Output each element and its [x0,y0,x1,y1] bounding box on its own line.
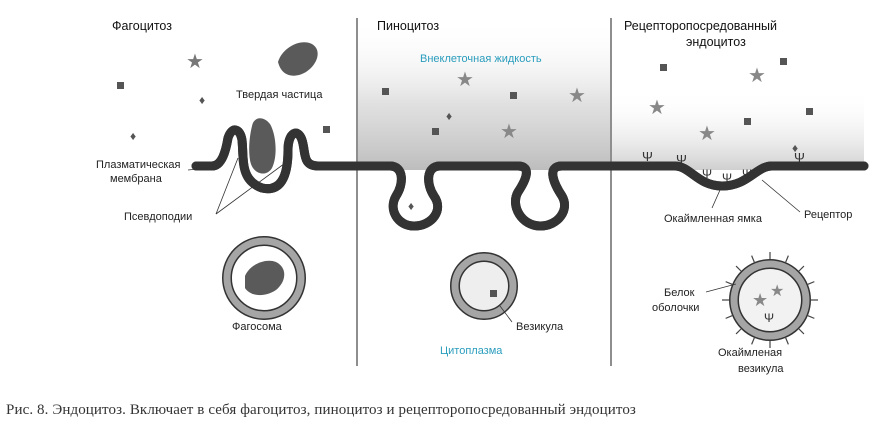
label-coat-protein-line1: Белок [664,287,695,299]
molecule-drop: ♦ [199,93,205,107]
figure-caption: Рис. 8. Эндоцитоз. Включает в себя фагоц… [6,402,636,418]
star-glyph: ★ [698,123,716,145]
pseudopodia-pointer [215,157,239,215]
star-glyph: ★ [752,290,768,310]
coat-spike [785,337,789,345]
coat-spikes [722,252,818,348]
label-vesicle: Везикула [516,321,564,333]
coat-spike [751,337,755,345]
plasma-membrane [191,130,869,231]
star-glyph: ★ [568,85,586,107]
coat-spike [725,315,733,319]
extracellular-shade-middle [358,20,610,170]
star-glyph: ★ [648,97,666,119]
molecule-square [780,58,787,65]
pinocytosis-panel: ★ ★ ★ ♦ ♦ [382,69,586,323]
label-membrane-line2: мембрана [110,173,163,185]
coat-spike [785,255,789,263]
label-phagosome: Фагосома [232,321,283,333]
star-glyph: ★ [186,51,204,73]
heading-receptor-line2: эндоцитоз [686,35,746,49]
coat-protein-pointer [705,283,737,293]
pseudopodia-pointer [215,157,293,215]
molecule-square [744,118,751,125]
coat-spike [798,265,805,272]
receptor-glyph: Ψ [794,150,805,165]
molecule-drop: ♦ [408,199,414,213]
receptor-glyph: Ψ [722,171,732,185]
star-glyph: ★ [748,65,766,87]
label-solid-particle: Твердая частица [236,89,323,101]
heading-pinocytosis: Пиноцитоз [377,19,439,33]
vesicle-contents [490,290,497,297]
label-coated-pit: Окаймленная ямка [664,213,763,225]
coat-spike [751,255,755,263]
solid-particle [278,42,318,76]
receptor-panel: ★ ★ ★ ♦ Ψ Ψ Ψ Ψ Ψ Ψ ★ ★ Ψ [642,58,818,348]
coat-spike [807,281,815,285]
label-extracellular: Внеклеточная жидкость [420,53,542,65]
engulfed-particle [249,118,276,174]
coated-vesicle-membrane [730,260,810,340]
phagosome-membrane [223,237,305,319]
extracellular-shade-right [612,90,864,170]
molecule-square [510,92,517,99]
receptor-pointer [761,179,801,213]
star-glyph: ★ [500,121,518,143]
molecule-square [660,64,667,71]
molecule-drop: ♦ [792,141,798,155]
vesicle-membrane [451,253,517,319]
label-pseudopodia: Псевдоподии [124,211,192,223]
receptor-glyph: Ψ [742,167,752,181]
molecule-drop: ♦ [446,109,452,123]
coat-spike [725,281,733,285]
coated-pit-pointer [711,189,721,209]
molecule-drop: ♦ [130,129,136,143]
receptor-glyph: Ψ [642,149,653,164]
coat-spike [735,328,742,335]
label-receptor: Рецептор [804,209,852,221]
heading-receptor-line1: Рецепторопосредованный [624,19,777,33]
receptor-glyph: Ψ [676,152,687,167]
receptor-glyph: Ψ [702,167,712,181]
receptor-glyph: Ψ [764,311,774,325]
molecule-square [432,128,439,135]
molecule-square [117,82,124,89]
label-cytoplasm: Цитоплазма [440,345,503,357]
star-glyph: ★ [456,69,474,91]
star-glyph: ★ [770,283,784,300]
heading-phagocytosis: Фагоцитоз [112,19,172,33]
membrane-pointer [187,167,209,171]
coat-spike [735,265,742,272]
label-membrane-line1: Плазматическая [96,159,181,171]
molecule-square [382,88,389,95]
vesicle-pointer [499,305,513,323]
molecule-square [323,126,330,133]
label-coat-protein-line2: оболочки [652,302,699,314]
label-coated-vesicle-line1: Окаймленая [718,347,782,359]
phagosome-particle [245,260,285,296]
label-coated-vesicle-line2: везикула [738,363,784,375]
phagocytosis-panel: ★ ♦ ♦ [117,42,330,320]
molecule-square [806,108,813,115]
coat-spike [798,328,805,335]
coat-spike [807,315,815,319]
